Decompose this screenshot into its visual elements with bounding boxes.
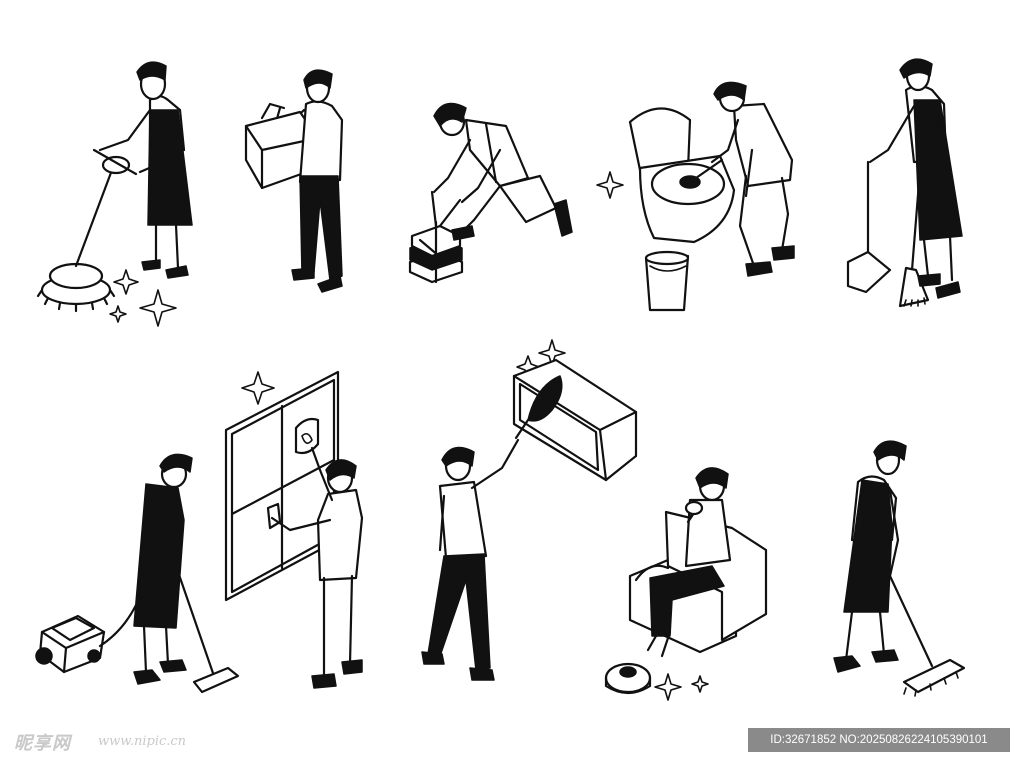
sparkle-icon: [654, 673, 709, 701]
watermark-logo: 昵享网: [14, 733, 71, 754]
tying-papers-figure: [408, 102, 573, 284]
sparkle-icon: [109, 269, 177, 327]
vacuum-cleaner-figure: [35, 453, 240, 694]
broom-dustpan-figure: [846, 58, 963, 308]
washing-window-figure: [224, 370, 364, 689]
relaxing-robot-vacuum-figure: [604, 467, 768, 695]
floor-polisher-figure: [36, 61, 193, 313]
scrubbing-toilet-figure: [596, 81, 795, 312]
carrying-supplies-figure: [244, 69, 344, 293]
image-id-banner: ID:32671852 NO:20250826224105390101: [748, 728, 1010, 752]
dusting-shelf-figure: [421, 339, 638, 681]
mopping-figure: [833, 440, 966, 697]
watermark-url: www.nipic.cn: [98, 734, 187, 749]
